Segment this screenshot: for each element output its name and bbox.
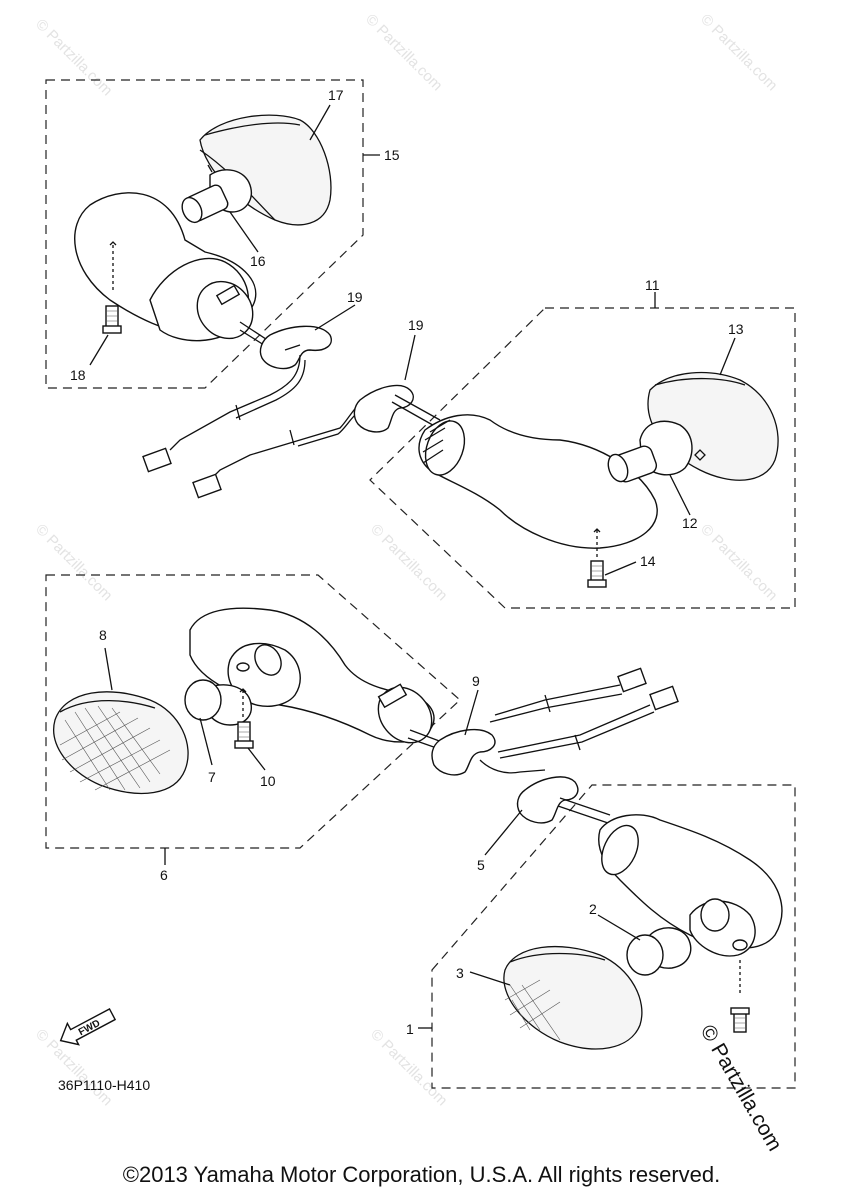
- assembly-box-6: [45, 574, 461, 849]
- fwd-label: FWD: [77, 1018, 102, 1038]
- clip-10: [431, 728, 496, 776]
- callout-19: 19: [408, 317, 424, 333]
- watermark: © Partzilla.com: [697, 521, 780, 604]
- watermark: © Partzilla.com: [367, 521, 450, 604]
- signal-light-assembly-15: [74, 114, 332, 351]
- callout-14: 14: [640, 553, 656, 569]
- clip-5: [516, 776, 579, 824]
- callout-13: 13: [728, 321, 744, 337]
- watermark: © Partzilla.com: [697, 11, 780, 94]
- drawing-code: 36P1110-H410: [58, 1077, 150, 1093]
- clip-19-left: [259, 325, 332, 370]
- leader-lines: [89, 104, 736, 1029]
- callout-11: 11: [645, 277, 660, 293]
- callout-8: 8: [99, 627, 107, 643]
- assembly-box-11: [369, 307, 796, 609]
- watermark: © Partzilla.com: [367, 1026, 450, 1109]
- assembly-box-1: [431, 784, 796, 1089]
- callout-3: 3: [456, 965, 464, 981]
- callout-9: 10: [260, 773, 276, 789]
- signal-light-assembly-6: [53, 607, 496, 795]
- callout-labels: 17 15 16 19 18 11 19 13 12 14 8 9 7 10 6…: [70, 87, 744, 1037]
- callout-7: 7: [208, 769, 216, 785]
- watermark: © Partzilla.com: [32, 521, 115, 604]
- assembly-box-15: [45, 79, 364, 389]
- lens: [53, 691, 189, 795]
- callout-19: 19: [347, 289, 363, 305]
- copyright-notice: ©2013 Yamaha Motor Corporation, U.S.A. A…: [122, 1162, 721, 1187]
- watermark: © Partzilla.com: [362, 11, 445, 94]
- callout-5: 5: [477, 857, 485, 873]
- signal-light-assembly-1: [503, 776, 783, 1050]
- callout-15: 15: [384, 147, 400, 163]
- watermark: © Partzilla.com: [32, 16, 115, 99]
- callout-18: 18: [70, 367, 86, 383]
- callout-17: 17: [328, 87, 344, 103]
- signal-light-assembly-11: [353, 372, 779, 588]
- callout-6: 6: [160, 867, 168, 883]
- lens: [503, 945, 643, 1050]
- callout-2: 2: [589, 901, 597, 917]
- callout-10: 9: [472, 673, 480, 689]
- callout-12: 12: [682, 515, 698, 531]
- callout-1: 1: [406, 1021, 414, 1037]
- callout-16: 16: [250, 253, 266, 269]
- fwd-arrow-icon: FWD: [59, 1008, 117, 1046]
